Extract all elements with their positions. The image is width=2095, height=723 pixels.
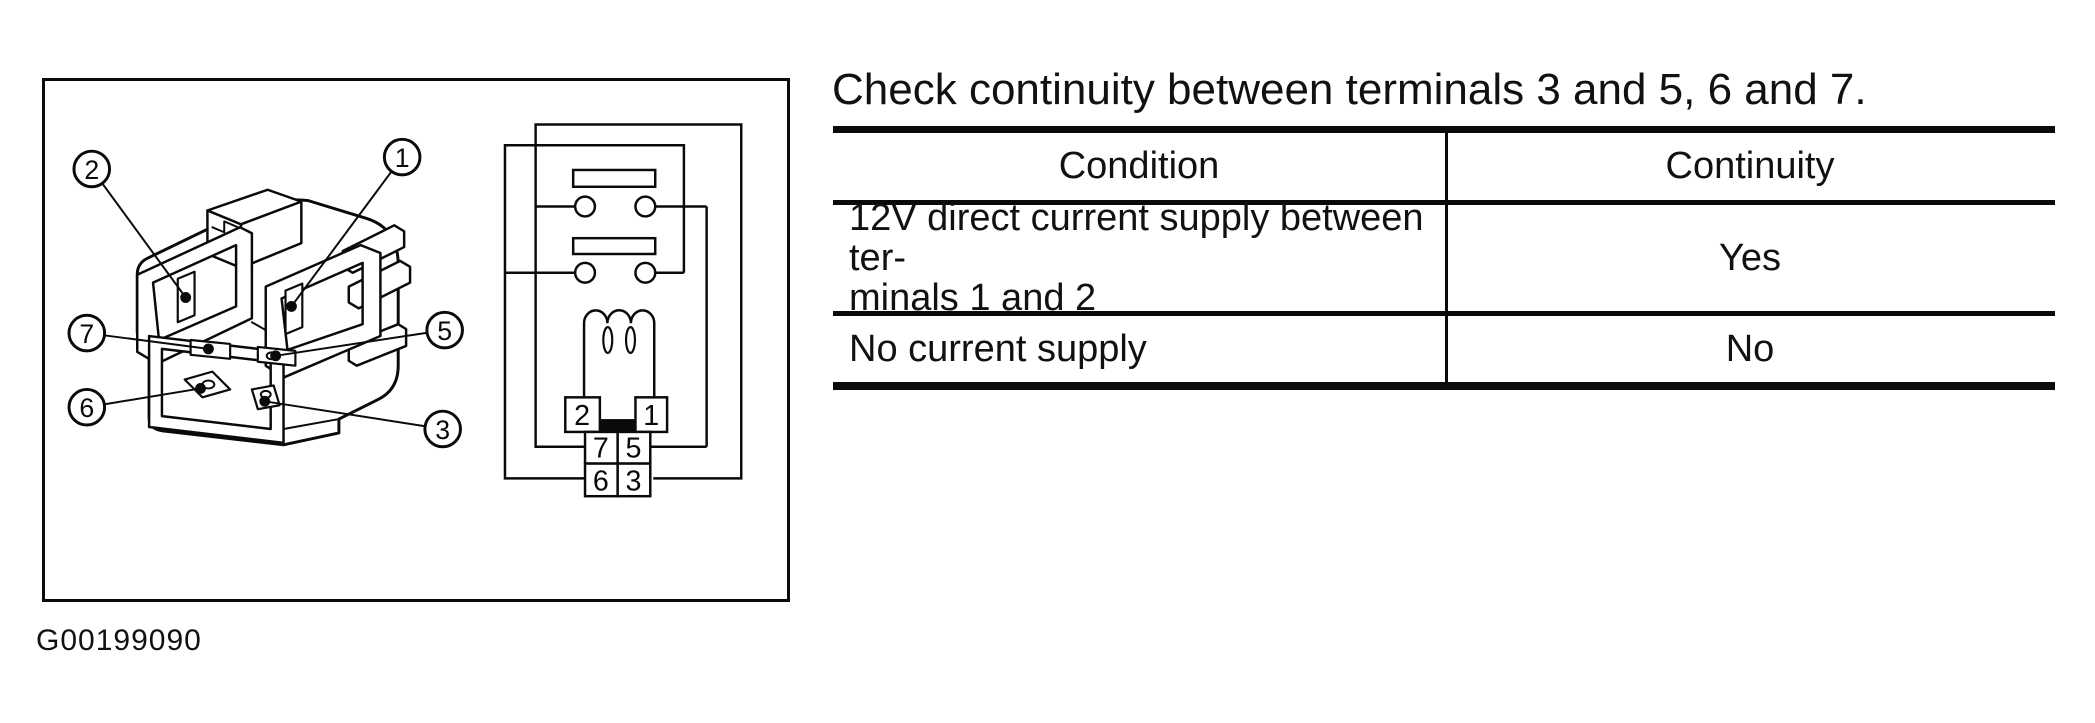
callout-label-5: 5 xyxy=(437,316,452,346)
continuity-cell-yes: Yes xyxy=(1719,236,1781,279)
coil-loop-right xyxy=(624,326,637,354)
continuity-table: Condition Continuity 12V direct current … xyxy=(833,126,2055,390)
table-header-row: Condition Continuity xyxy=(833,133,2055,200)
callout-circle-3 xyxy=(423,409,462,449)
contact-bar-upper xyxy=(571,168,657,189)
relay-depth-line-1 xyxy=(250,321,267,332)
leader-dot-5 xyxy=(270,350,282,362)
callout-label-2: 2 xyxy=(84,155,99,185)
contact-point-upper-left xyxy=(573,195,597,218)
callout-circle-7 xyxy=(67,313,107,353)
relay-figure-box: 2 1 7 5 6 3 xyxy=(42,78,790,602)
callout-circle-5 xyxy=(425,310,464,350)
callout-circle-2 xyxy=(72,149,112,189)
leader-dot-2 xyxy=(180,292,192,303)
column-header-continuity: Continuity xyxy=(1665,145,1835,187)
relay-depth-line-2 xyxy=(282,418,340,430)
leader-line-2 xyxy=(90,168,187,299)
relay-coil xyxy=(582,309,656,398)
condition-cell-12v: 12V direct current supply between ter- m… xyxy=(833,198,1445,318)
callout-circle-1 xyxy=(382,137,422,177)
callout-label-1: 1 xyxy=(395,143,410,173)
coil-loop-left xyxy=(602,326,614,354)
leader-line-7 xyxy=(86,332,209,350)
schematic-box-6 xyxy=(583,462,619,498)
contact-point-lower-right xyxy=(634,261,657,284)
schematic-label-6: 6 xyxy=(593,465,609,497)
leader-line-3 xyxy=(264,400,443,430)
table-rule-below-header xyxy=(833,200,2055,205)
continuity-cell-no: No xyxy=(1725,327,1775,370)
schematic-box-2 xyxy=(564,396,602,434)
relay-perspective-drawing xyxy=(135,188,412,447)
leader-dot-1 xyxy=(286,300,297,312)
leader-line-5 xyxy=(275,329,445,357)
schematic-label-2: 2 xyxy=(574,400,590,432)
callout-label-6: 6 xyxy=(79,393,94,423)
relay-upper-left-cavity xyxy=(135,226,254,365)
callout-circle-6 xyxy=(67,387,107,427)
condition-text-line1: 12V direct current supply between ter- xyxy=(849,197,1424,279)
wire-terminal7-loop xyxy=(534,123,743,480)
condition-text-line2: minals 1 and 2 xyxy=(849,277,1097,319)
leader-dot-3 xyxy=(259,395,271,407)
relay-figure-drawing: 2 1 7 5 6 3 xyxy=(67,123,743,498)
table-rule-between-rows xyxy=(833,311,2055,316)
relay-side-rail-lower xyxy=(347,322,408,367)
relay-schematic: 2 1 7 5 6 3 xyxy=(503,123,743,498)
wire-terminal6-loop xyxy=(503,144,686,480)
schematic-wires xyxy=(503,123,743,480)
figure-caption: G00199090 xyxy=(36,624,202,657)
schematic-coil-bar xyxy=(599,419,636,432)
schematic-label-1: 1 xyxy=(643,400,659,432)
schematic-label-3: 3 xyxy=(626,465,642,497)
schematic-terminal-boxes: 2 1 7 5 6 3 xyxy=(564,396,669,498)
wire-terminal5-route xyxy=(650,205,708,448)
callout-label-7: 7 xyxy=(79,319,94,349)
schematic-box-3 xyxy=(616,462,652,498)
table-column-divider xyxy=(1445,133,1448,382)
column-header-condition: Condition xyxy=(1058,145,1220,187)
contact-point-lower-left xyxy=(573,261,597,284)
contact-point-upper-right xyxy=(634,195,657,218)
instruction-heading: Check continuity between terminals 3 and… xyxy=(832,65,1867,114)
condition-cell-no-supply: No current supply xyxy=(849,328,1147,370)
table-row-12v-supply: 12V direct current supply between ter- m… xyxy=(833,198,2055,318)
leader-dot-6 xyxy=(195,383,206,394)
table-row-no-supply: No current supply No xyxy=(833,316,2055,382)
leader-dot-7 xyxy=(202,343,214,355)
callout-label-3: 3 xyxy=(435,415,450,445)
schematic-label-5: 5 xyxy=(626,433,642,465)
schematic-label-7: 7 xyxy=(593,433,609,465)
callout-leaders xyxy=(86,156,445,430)
leader-line-1 xyxy=(290,156,403,307)
contact-bar-lower xyxy=(571,236,657,256)
callout-circles: 2 1 7 5 6 3 xyxy=(67,137,464,449)
